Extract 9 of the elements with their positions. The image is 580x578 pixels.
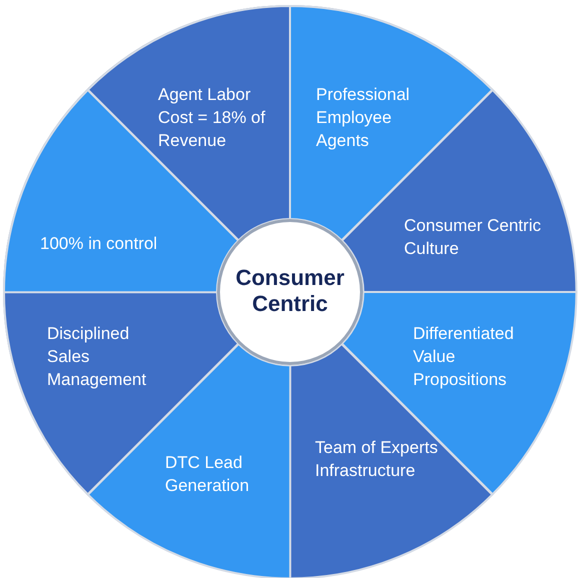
segment-label: Consumer Centric Culture — [404, 214, 542, 260]
segment-label: Agent Labor Cost = 18% of Revenue — [158, 84, 266, 152]
segment-label: Differentiated Value Propositions — [412, 323, 515, 391]
segment-label: Professional Employee Agents — [316, 84, 411, 152]
segment-label: 100% in control — [40, 232, 158, 255]
center-title: Consumer Centric — [234, 265, 346, 317]
segment-label: Team of Experts Infrastructure — [315, 436, 439, 482]
segment-label: DTC Lead Generation — [164, 452, 250, 497]
segment-label: Disciplined Sales Management — [47, 323, 148, 391]
